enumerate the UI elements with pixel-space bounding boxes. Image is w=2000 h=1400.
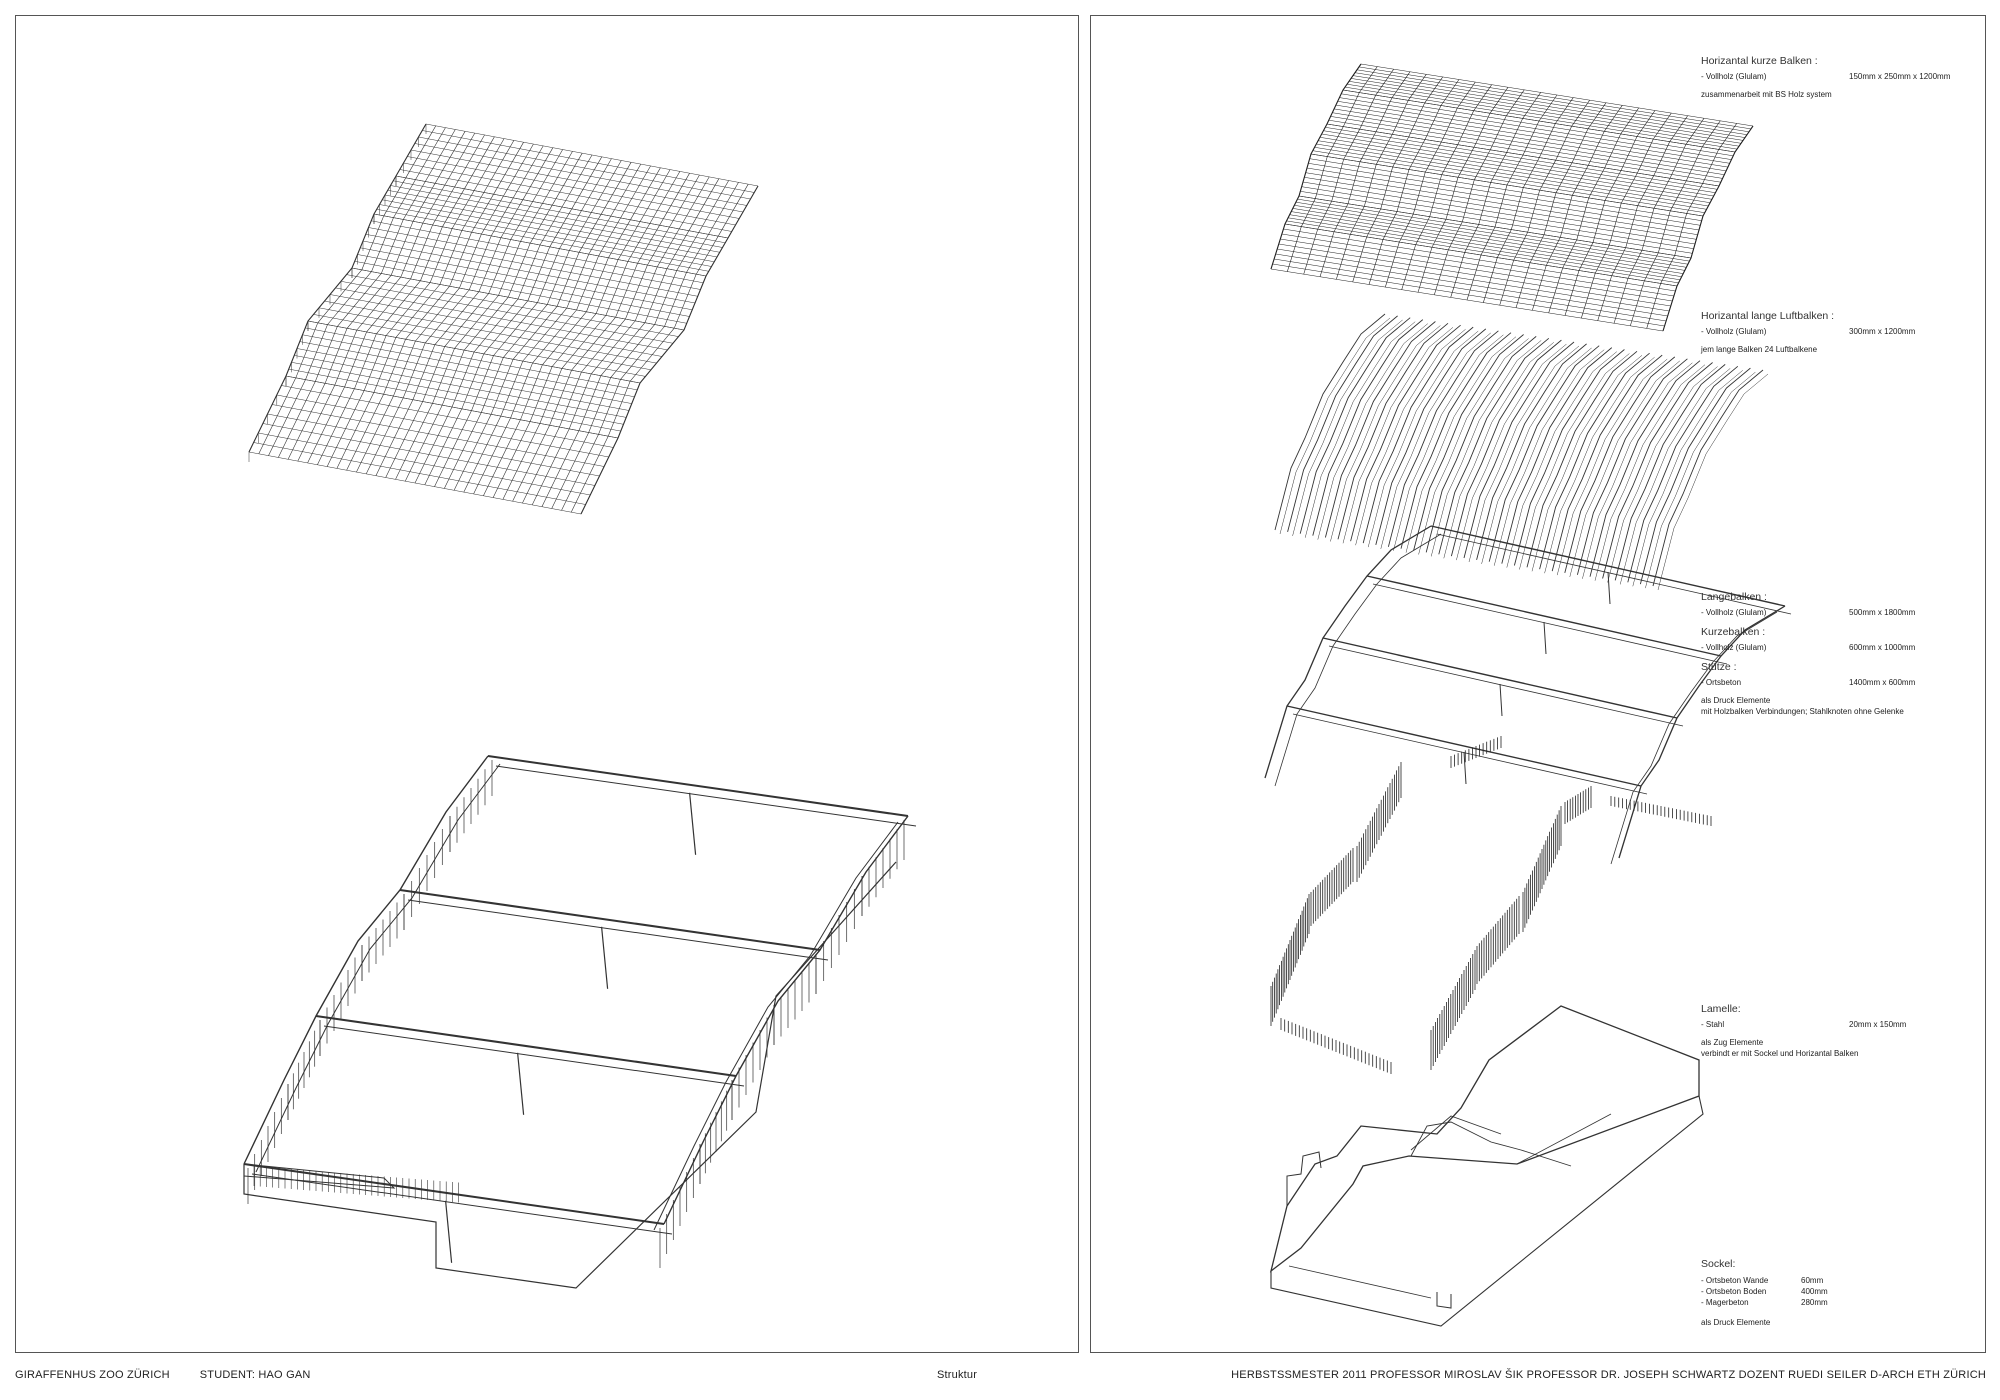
legend-long-beams-note: jem lange Balken 24 Luftbalkene xyxy=(1701,345,1818,354)
right-exploded-panel: Horizantal kurze Balken : - Vollholz (Gl… xyxy=(1090,15,1986,1353)
legend-lamella-size: 20mm x 150mm xyxy=(1849,1020,1907,1029)
legend-langebalken-material: - Vollholz (Glulam) xyxy=(1701,608,1767,617)
legend-long-beams-size: 300mm x 1200mm xyxy=(1849,327,1916,336)
legend-lamella-title: Lamelle: xyxy=(1701,1003,1741,1015)
legend-short-beams-material: - Vollholz (Glulam) xyxy=(1701,72,1767,81)
legend-kurzebalken-title: Kurzebalken : xyxy=(1701,626,1766,638)
frame-structure-isometric xyxy=(243,755,917,1289)
legend-base-title: Sockel: xyxy=(1701,1258,1736,1270)
legend-langebalken-title: Langebalken : xyxy=(1701,591,1767,603)
legend-frame-note-1: als Druck Elemente xyxy=(1701,696,1771,705)
legend-long-beams: Horizantal lange Luftbalken : - Vollholz… xyxy=(1701,309,1915,355)
legend-base: Sockel: - Ortsbeton Wande 60mm - Ortsbet… xyxy=(1701,1257,1828,1328)
legend-lamella-material: - Stahl xyxy=(1701,1020,1725,1029)
footer-sheet-title: Struktur xyxy=(937,1369,978,1381)
footer-project-student: GIRAFFENHUS ZOO ZÜRICH STUDENT: HAO GAN xyxy=(15,1369,311,1381)
legend-lamella: Lamelle: - Stahl 20mm x 150mm als Zug El… xyxy=(1701,1002,1906,1059)
legend-base-row1-value: 60mm xyxy=(1801,1276,1824,1285)
legend-base-row2-label: - Ortsbeton Boden xyxy=(1701,1287,1767,1296)
footer-credits: HERBSTSSMESTER 2011 PROFESSOR MIROSLAV Š… xyxy=(1231,1369,1986,1381)
main-beam-frame-layer xyxy=(1264,525,1792,865)
concrete-base-layer xyxy=(1269,1005,1704,1327)
exploded-axonometric xyxy=(1264,63,1792,1327)
legend-frame-note-2: mit Holzbalken Verbindungen; Stahlknoten… xyxy=(1701,707,1904,716)
legend-base-row3-value: 280mm xyxy=(1801,1298,1828,1307)
legend-long-beams-material: - Vollholz (Glulam) xyxy=(1701,327,1767,336)
legend-base-row3-label: - Magerbeton xyxy=(1701,1298,1749,1307)
legend-base-note: als Druck Elemente xyxy=(1701,1318,1771,1327)
legend-lamella-note-1: als Zug Elemente xyxy=(1701,1038,1764,1047)
legend-long-beams-title: Horizantal lange Luftbalken : xyxy=(1701,310,1835,322)
legend-stuetze-title: Stütze : xyxy=(1701,661,1737,673)
legend-frame: Langebalken : - Vollholz (Glulam) 500mm … xyxy=(1701,590,1915,717)
legend-base-row2-value: 400mm xyxy=(1801,1287,1828,1296)
left-drawing-panel xyxy=(15,15,1079,1353)
footer-student: STUDENT: HAO GAN xyxy=(199,1369,311,1381)
legend-lamella-note-2: verbindt er mit Sockel und Horizantal Ba… xyxy=(1701,1049,1859,1058)
legend-langebalken-size: 500mm x 1800mm xyxy=(1849,608,1916,617)
legend-stuetze-size: 1400mm x 600mm xyxy=(1849,678,1916,687)
legend-short-beams: Horizantal kurze Balken : - Vollholz (Gl… xyxy=(1701,54,1950,100)
steel-lamella-layer xyxy=(1270,736,1712,1074)
roof-beam-grid-isometric xyxy=(248,123,759,515)
footer-project: GIRAFFENHUS ZOO ZÜRICH xyxy=(15,1369,170,1381)
long-air-beam-layer xyxy=(1274,313,1769,591)
legend-kurzebalken-material: - Vollholz (Glulam) xyxy=(1701,643,1767,652)
legend-kurzebalken-size: 600mm x 1000mm xyxy=(1849,643,1916,652)
legend-short-beams-title: Horizantal kurze Balken : xyxy=(1701,55,1818,67)
short-beam-grid-layer xyxy=(1270,63,1754,332)
legend-short-beams-note: zusammenarbeit mit BS Holz system xyxy=(1701,90,1832,99)
legend-stuetze-material: - Ortsbeton xyxy=(1701,678,1742,687)
legend-short-beams-size: 150mm x 250mm x 1200mm xyxy=(1849,72,1951,81)
left-isometric-drawings xyxy=(243,123,917,1289)
legend-base-row1-label: - Ortsbeton Wande xyxy=(1701,1276,1769,1285)
